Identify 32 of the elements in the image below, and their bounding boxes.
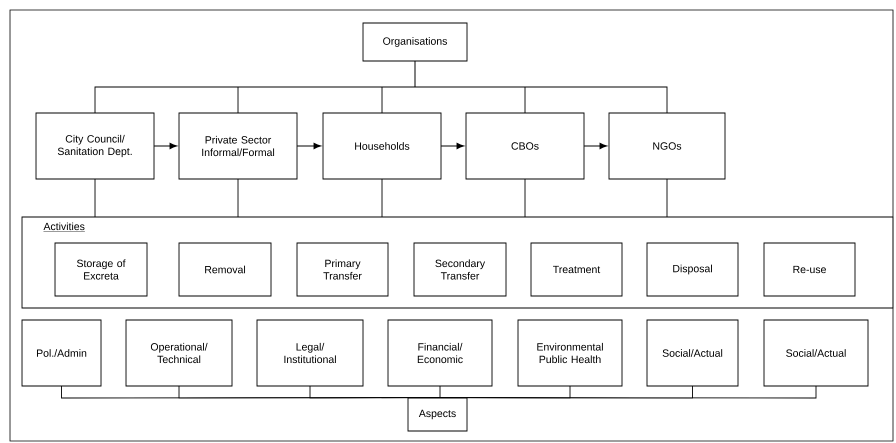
connector-line xyxy=(310,386,438,398)
activity-box: Treatment xyxy=(530,242,622,296)
aspect-box: Pol./Admin xyxy=(22,320,102,386)
organisation-box: CBOs xyxy=(466,112,584,180)
aspect-box: Social/Actual xyxy=(646,320,738,386)
organisation-box: City Council/ Sanitation Dept. xyxy=(36,112,154,180)
activity-box: Re-use xyxy=(764,242,856,296)
connector-line xyxy=(437,386,816,398)
organisation-box: Private Sector Informal/Formal xyxy=(178,112,298,180)
connector-line xyxy=(94,179,96,218)
aspect-box: Legal/ Institutional xyxy=(256,320,364,386)
aspect-box: Social/Actual xyxy=(764,320,868,386)
arrow xyxy=(154,142,178,150)
arrow xyxy=(297,142,322,150)
activity-box: Secondary Transfer xyxy=(414,242,506,296)
aspect-box: Environmental Public Health xyxy=(518,320,622,386)
arrow xyxy=(441,142,464,150)
activity-box: Disposal xyxy=(646,242,738,296)
bottom-box: Aspects xyxy=(408,398,468,432)
arrow xyxy=(584,142,608,150)
aspect-box: Financial/ Economic xyxy=(388,320,492,386)
aspect-box: Operational/ Technical xyxy=(126,320,232,386)
activity-box: Primary Transfer xyxy=(296,242,388,296)
organisation-box: Households xyxy=(322,112,442,180)
activity-box: Removal xyxy=(178,242,272,296)
connector-line xyxy=(414,61,668,113)
top-box: Organisations xyxy=(362,22,468,62)
connector-line xyxy=(437,386,440,399)
connector-line xyxy=(524,179,526,218)
activity-box: Storage of Excreta xyxy=(54,242,148,296)
connector-line xyxy=(666,179,668,218)
organisation-box: NGOs xyxy=(608,112,726,180)
